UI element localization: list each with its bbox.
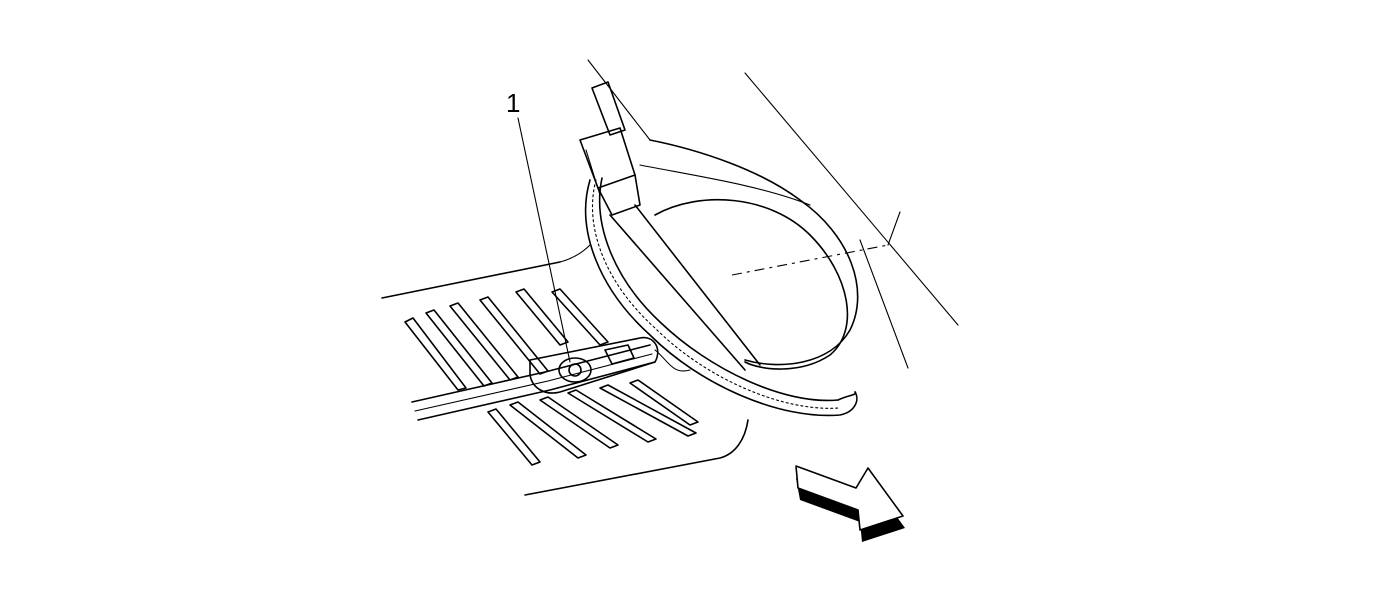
floor-pan — [381, 244, 749, 496]
front-direction-arrow-icon — [795, 465, 905, 542]
callout-1-leader — [517, 117, 571, 363]
callout-1-label: 1 — [506, 88, 520, 118]
side-rail — [609, 204, 761, 371]
wheel-well — [639, 139, 859, 370]
callout-1: 1 — [506, 88, 571, 363]
ground-connector — [529, 336, 691, 394]
harness-conduit — [584, 177, 858, 417]
harness-bracket — [579, 81, 641, 216]
body-panel — [587, 59, 959, 369]
